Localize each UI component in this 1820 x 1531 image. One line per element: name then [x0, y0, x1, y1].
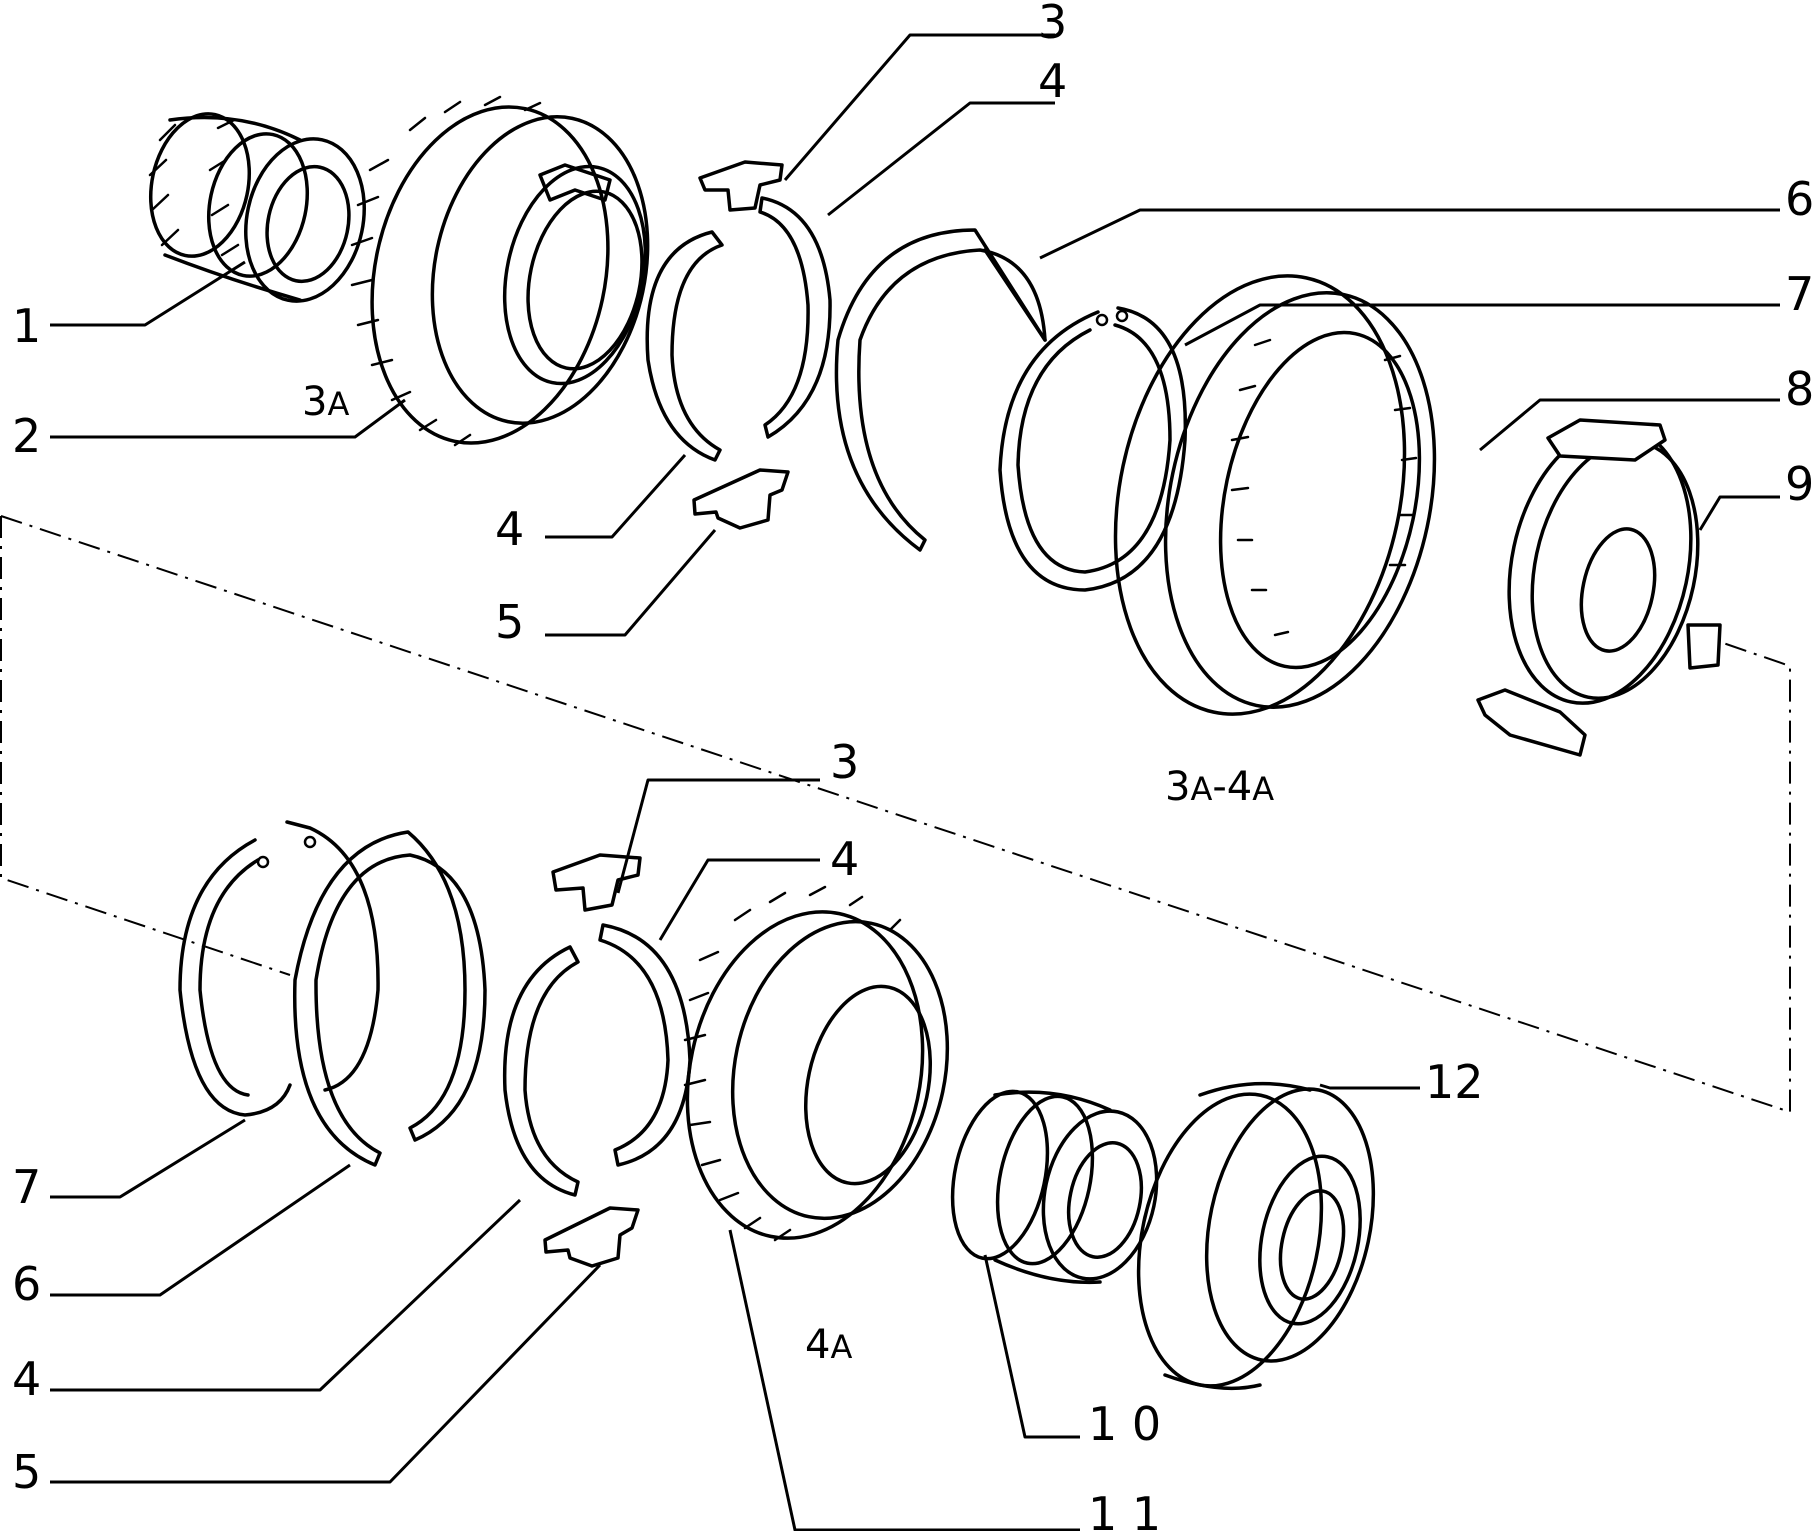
callout-12: 12	[1425, 1055, 1484, 1109]
part-7-circlip-bottom	[178, 820, 380, 1117]
part-4-synchro-rings-top	[645, 196, 832, 462]
part-9-synchro-hub	[1476, 418, 1722, 757]
callout-6-bottom: 6	[12, 1257, 41, 1311]
part-5-synchro-block-bottom	[543, 1206, 640, 1268]
part-10-needle-bearing	[950, 1089, 1159, 1285]
part-2-gear	[350, 95, 650, 447]
part-7-circlip-top	[998, 306, 1188, 592]
callout-7-top: 7	[1785, 267, 1814, 321]
part-3-synchro-block-bottom	[551, 853, 642, 912]
callout-3-bottom: 3	[830, 735, 859, 789]
group-label-3a-4a: 3A-4A	[1165, 764, 1274, 810]
callout-8: 8	[1785, 362, 1814, 416]
part-1-needle-bearing	[148, 112, 366, 303]
callout-4-bottom-upper: 4	[830, 832, 859, 886]
assembly-guide-line	[0, 515, 1791, 1114]
group-label-3a: 3A	[302, 379, 349, 425]
group-labels: 3A 4A 3A-4A	[302, 379, 1274, 1368]
callout-9: 9	[1785, 457, 1814, 511]
callout-7-bottom: 7	[12, 1160, 41, 1214]
part-12-ball-bearing	[1136, 1081, 1376, 1391]
group-label-4a: 4A	[805, 1322, 852, 1368]
callout-10: 1 0	[1088, 1397, 1161, 1451]
callout-3-top: 3	[1038, 0, 1067, 49]
leader-lines	[50, 33, 1780, 1531]
callout-2: 2	[12, 409, 41, 463]
part-6-band-bottom	[292, 830, 487, 1167]
callout-1: 1	[12, 299, 41, 353]
callout-labels: 1 2 3 4 4 5 6 7 8 9 3 4 7 6 4 5 12 1 0 1…	[12, 0, 1814, 1531]
callout-6-top: 6	[1785, 172, 1814, 226]
callout-5-top: 5	[495, 595, 524, 649]
callout-4-bottom-lower: 4	[12, 1352, 41, 1406]
callout-11: 1 1	[1088, 1487, 1161, 1531]
part-3-synchro-block-top	[698, 160, 784, 212]
part-11-gear	[683, 885, 950, 1242]
callout-5-bottom: 5	[12, 1445, 41, 1499]
callout-4-top-upper: 4	[1038, 54, 1067, 108]
part-8-synchro-sleeve	[1113, 274, 1437, 716]
part-6-band-top	[834, 228, 1047, 552]
part-4-synchro-rings-bottom	[502, 923, 692, 1197]
part-5-synchro-block-top	[692, 468, 790, 530]
callout-4-top-lower: 4	[495, 502, 524, 556]
